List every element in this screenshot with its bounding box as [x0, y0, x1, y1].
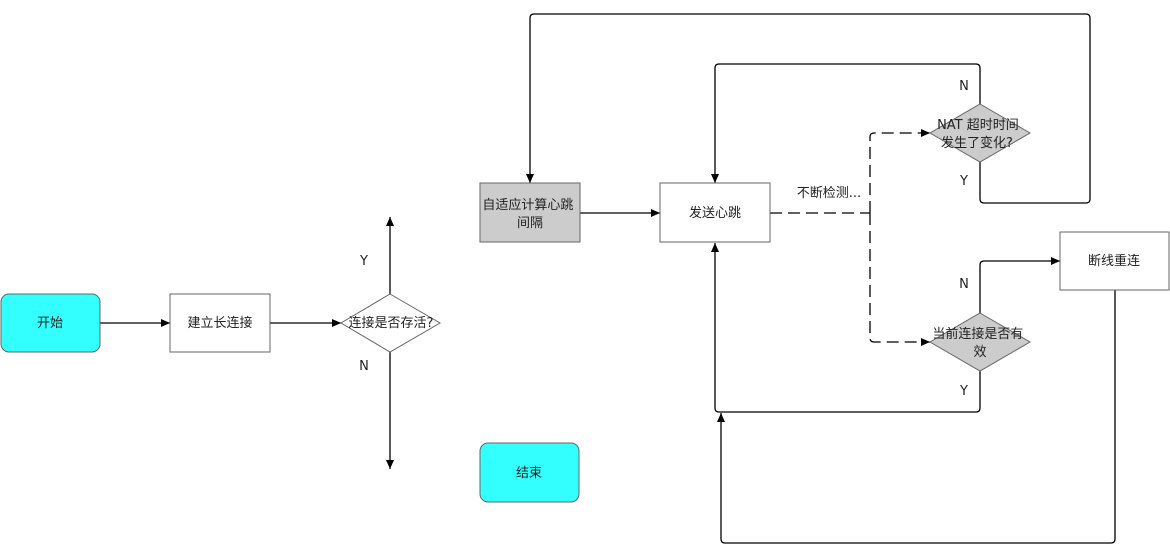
- valid-no-label: N: [959, 277, 969, 292]
- adaptive-label-line-2: 间隔: [517, 216, 543, 231]
- edge-valid-yes-to-send: [711, 243, 981, 413]
- send-shape: [659, 182, 771, 243]
- alive-shape: [340, 293, 441, 353]
- node-nat-timeout-decision: NAT 超时时间 发生了变化?: [929, 103, 1031, 163]
- adaptive-label: 自适应计算心跳 间隔: [482, 197, 577, 231]
- valid-label: 当前连接是否有 效: [932, 326, 1027, 360]
- nat-shape: [929, 103, 1031, 163]
- nat-no-label: N: [959, 79, 969, 94]
- establish-label: 建立长连接: [187, 315, 252, 331]
- valid-label-line-1: 当前连接是否有: [932, 326, 1023, 342]
- alive-label: 连接是否存活?: [349, 315, 434, 331]
- detect-label: 不断检测...: [797, 186, 861, 201]
- edge-nat-yes-to-adaptive: [526, 13, 1091, 204]
- edge-nat-no-to-send: [711, 63, 981, 183]
- nat-yes-label: Y: [959, 174, 968, 189]
- node-adaptive-interval: 自适应计算心跳 间隔: [479, 182, 581, 243]
- node-start: 开始: [0, 293, 101, 353]
- edge-labels: Y N 不断检测... N Y N Y: [359, 79, 969, 399]
- end-shape: [479, 442, 580, 503]
- alive-yes-label: Y: [359, 254, 368, 269]
- valid-label-line-2: 效: [973, 345, 986, 360]
- establish-shape: [169, 293, 271, 353]
- node-end: 结束: [479, 442, 580, 503]
- nat-label-line-2: 发生了变化?: [941, 135, 1013, 151]
- edge-detection-to-valid: [869, 213, 930, 346]
- end-label: 结束: [516, 466, 542, 481]
- node-establish-connection: 建立长连接: [169, 293, 271, 353]
- node-reconnect: 断线重连: [1059, 231, 1170, 291]
- alive-no-label: N: [359, 359, 369, 374]
- node-connection-alive-decision: 连接是否存活?: [340, 293, 441, 353]
- valid-shape: [929, 312, 1031, 372]
- node-connection-valid-decision: 当前连接是否有 效: [929, 312, 1031, 372]
- node-send-heartbeat: 发送心跳: [659, 182, 771, 243]
- edge-detection-to-nat: [869, 129, 930, 213]
- edge-valid-no-to-reconnect: [979, 257, 1060, 313]
- nat-label-line-1: NAT 超时时间: [937, 118, 1019, 133]
- send-label: 发送心跳: [689, 205, 741, 221]
- reconnect-label: 断线重连: [1088, 253, 1140, 269]
- edge-reconnect-to-send: [717, 290, 1116, 544]
- start-label: 开始: [37, 316, 63, 331]
- reconnect-shape: [1059, 231, 1170, 291]
- adaptive-label-line-1: 自适应计算心跳: [482, 197, 573, 213]
- connectors: [100, 13, 1116, 544]
- nat-label: NAT 超时时间 发生了变化?: [937, 118, 1023, 151]
- valid-yes-label: Y: [959, 384, 968, 399]
- adaptive-shape: [479, 182, 581, 243]
- start-shape: [0, 293, 101, 353]
